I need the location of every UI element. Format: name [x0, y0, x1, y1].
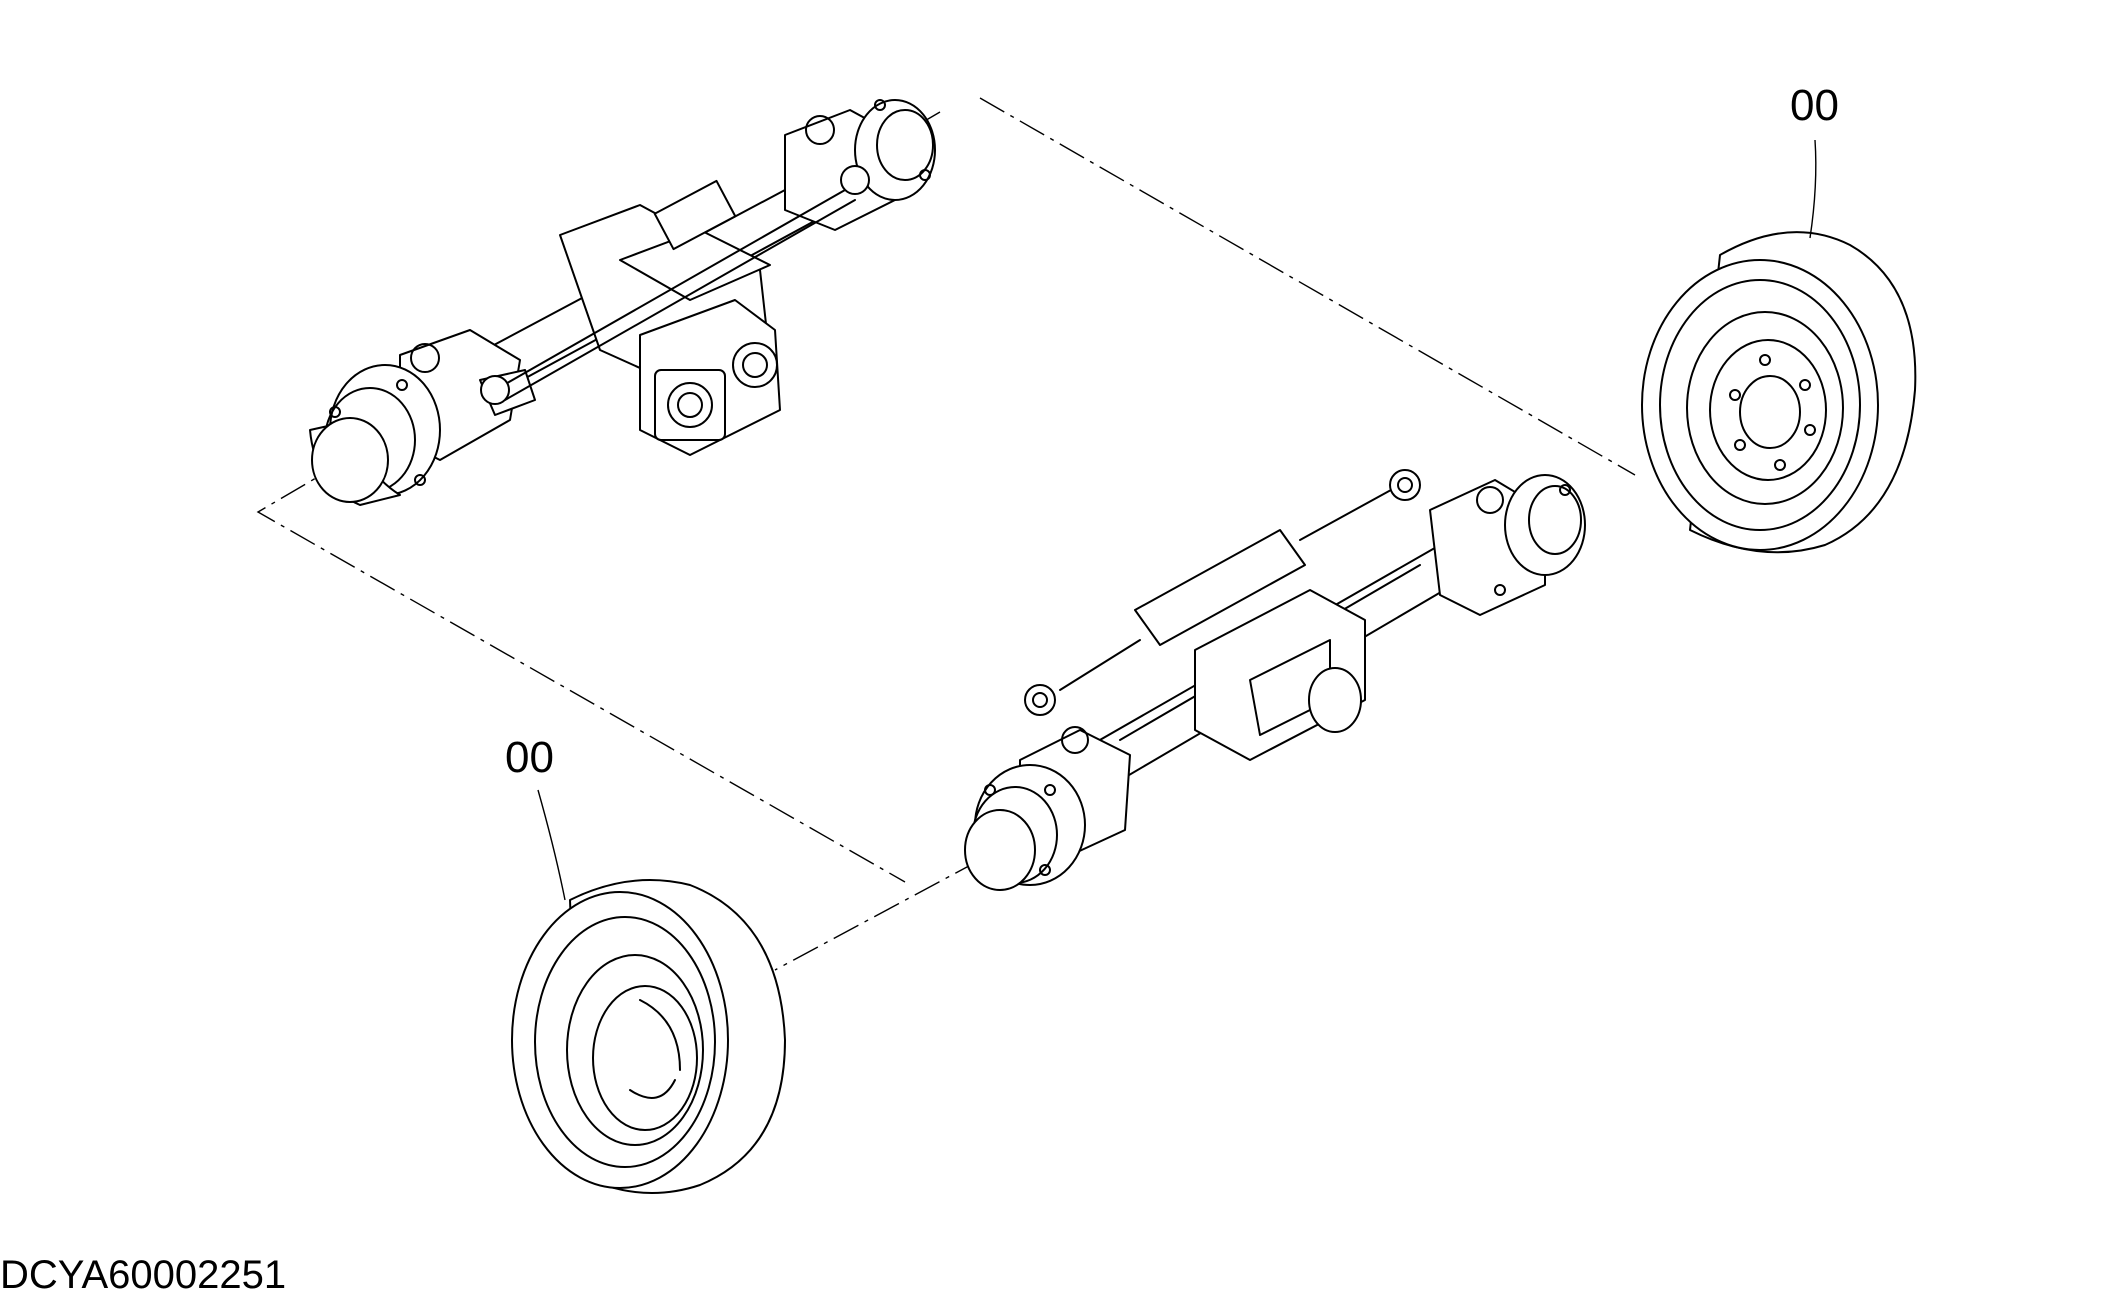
tire-right	[1641, 231, 1917, 554]
callout-leaders	[537, 139, 1817, 901]
front-drive-axle	[964, 469, 1586, 891]
rear-drive-axle	[309, 99, 936, 506]
tire-left	[511, 879, 786, 1194]
callout-label: 00	[1790, 81, 1839, 130]
drawing-id: DCYA60002251	[0, 1253, 286, 1297]
callout-label: 00	[505, 733, 554, 782]
